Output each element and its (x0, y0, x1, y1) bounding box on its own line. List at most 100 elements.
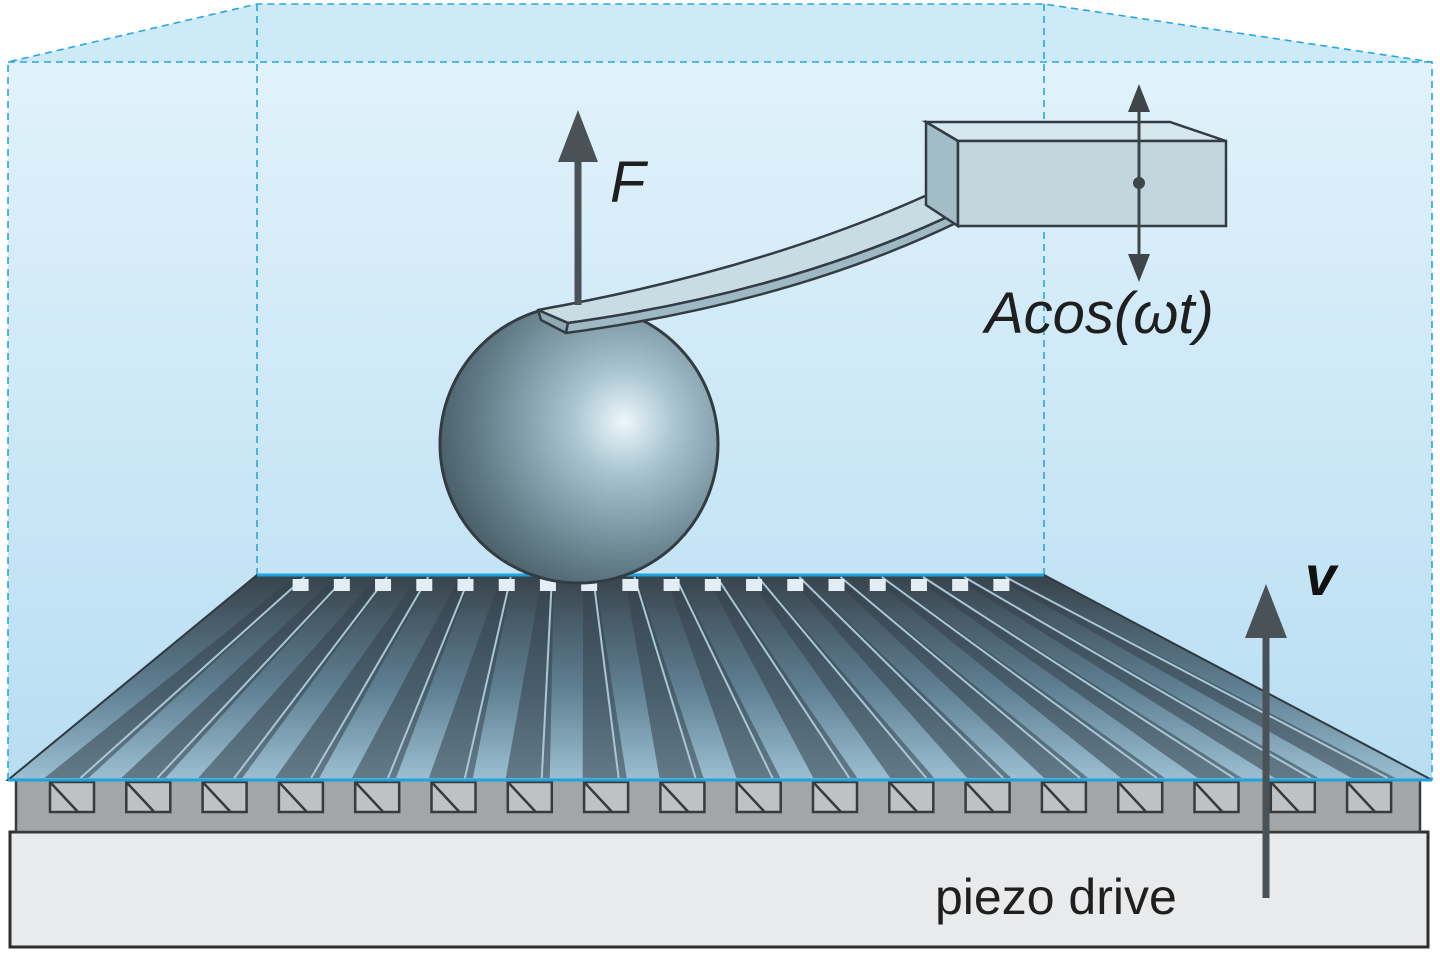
grating-tooth (353, 780, 401, 814)
grating-tooth (888, 780, 935, 814)
piezo-drive-label: piezo drive (935, 869, 1177, 925)
surface-groove (582, 577, 627, 778)
surface-groove (505, 577, 554, 778)
surface-grooves (44, 576, 1396, 779)
back-edge-notch (375, 579, 392, 591)
grating-tooth (430, 780, 477, 814)
grating-tooth-edge (735, 781, 766, 813)
surface-groove-highlight (156, 576, 347, 779)
grating-tooth-edge (49, 781, 79, 813)
surface-groove-highlight (1004, 576, 1389, 779)
surface-groove-highlight (633, 576, 697, 779)
surface-groove-highlight (79, 576, 306, 779)
grating-tooth-edge (1346, 781, 1377, 813)
surface-groove-highlight (839, 576, 1081, 779)
grating-tooth (964, 780, 1011, 814)
back-edge-notch (457, 579, 474, 591)
grating-tooth (277, 780, 325, 814)
grooved-surface (5, 573, 1433, 782)
grating-tooth (1040, 780, 1088, 814)
surface-groove (121, 577, 348, 778)
back-edge-notch (622, 579, 639, 591)
grating-tooth-edge (354, 781, 385, 813)
holder-top-face (921, 120, 1227, 143)
grating-tooth-edge (1269, 781, 1300, 813)
surface-groove (275, 577, 431, 778)
grating-tooth-edge (583, 781, 614, 813)
surface-groove-highlight (674, 576, 774, 779)
surface-groove-highlight (715, 576, 851, 779)
grating-tooth-edge (125, 781, 156, 813)
grating-tooth (1269, 780, 1317, 814)
surface-groove-highlight (387, 576, 471, 779)
back-edge-notch (787, 579, 804, 591)
back-edge-notch (828, 579, 845, 591)
surface-groove-highlight (922, 576, 1235, 779)
surface-groove-highlight (798, 576, 1004, 779)
back-edge-notch (498, 579, 515, 591)
grating-teeth-strip (14, 778, 1422, 834)
grating-tooth-edge (1117, 781, 1148, 813)
surface-groove-highlight (963, 576, 1312, 779)
grating-tooth (1116, 780, 1164, 814)
grating-tooth (48, 780, 96, 814)
surface-groove (352, 577, 472, 778)
grating-tooth-edge (964, 781, 995, 813)
grating-tooth (201, 780, 248, 814)
grating-tooth (506, 780, 554, 814)
surface-groove-highlight (463, 576, 512, 779)
grating-teeth (48, 780, 1393, 814)
back-edge-notch (993, 579, 1010, 591)
grating-tooth-edge (812, 781, 842, 813)
grating-tooth (125, 780, 172, 814)
piezo-base (8, 778, 1430, 949)
grating-tooth-edge (277, 781, 308, 813)
grating-tooth (811, 780, 859, 814)
colloidal-sphere (438, 303, 720, 585)
piezo-block (8, 830, 1430, 949)
force-label: F (610, 150, 649, 215)
back-edge-notch (704, 579, 721, 591)
grating-tooth-edge (1040, 781, 1071, 813)
drive-label: Acos(ωt) (982, 281, 1214, 346)
surface-groove (44, 577, 307, 778)
surface-groove (198, 577, 390, 778)
back-edge-notch (869, 579, 886, 591)
back-edge-notch (952, 579, 969, 591)
velocity-arrow (1245, 584, 1287, 898)
oscillation-center-dot (1133, 177, 1145, 189)
grating-tooth-edge (1193, 781, 1224, 813)
velocity-label: v (1305, 544, 1339, 607)
surface-groove (428, 577, 513, 778)
back-edge-notch (746, 579, 763, 591)
grating-tooth-edge (430, 781, 461, 813)
back-edge-notch (910, 579, 927, 591)
back-edge-notch (292, 579, 309, 591)
grating-tooth-edge (659, 781, 690, 813)
surface-groove-highlight (881, 576, 1158, 779)
grating-tooth (735, 780, 782, 814)
grating-tooth (1345, 780, 1393, 814)
cantilever-holder (921, 119, 1228, 229)
back-edge-notch (416, 579, 433, 591)
liquid-back-top (8, 4, 1432, 62)
surface-groove-highlight (540, 576, 553, 779)
liquid-dashed-edges (7, 3, 1433, 780)
grating-tooth-edge (201, 781, 232, 813)
grating-tooth (582, 780, 630, 814)
surface-groove-highlight (757, 576, 927, 779)
back-edge-notch (539, 579, 556, 591)
back-edge-notch (333, 579, 350, 591)
oscillation-arrow (1128, 84, 1150, 282)
holder-front-face (956, 139, 1228, 228)
surface-groove-highlight (233, 576, 388, 779)
force-arrow (558, 110, 598, 305)
surface-groove-highlight (592, 576, 620, 779)
grating-tooth (659, 780, 706, 814)
grating-tooth-edge (888, 781, 919, 813)
grating-tooth (1193, 780, 1240, 814)
back-edge-notch (663, 579, 680, 591)
grating-tooth-edge (506, 781, 537, 813)
surface-groove-highlight (310, 576, 430, 779)
